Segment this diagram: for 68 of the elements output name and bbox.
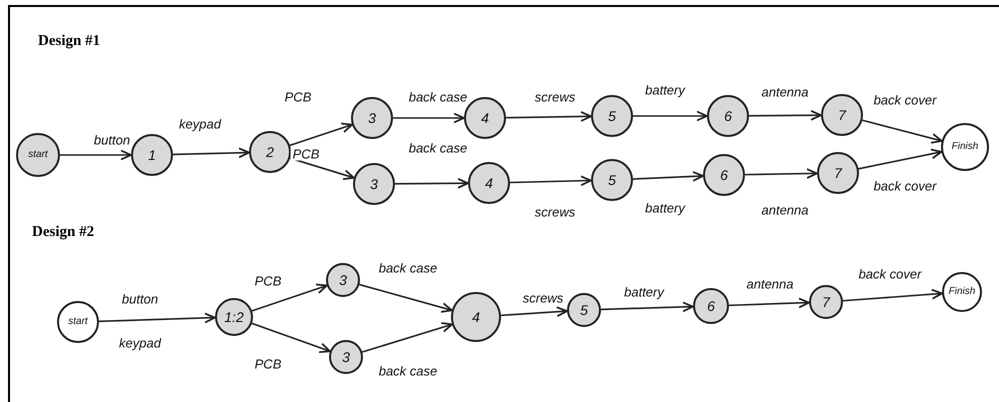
arrow: [633, 110, 708, 122]
step-label: 5: [580, 303, 588, 317]
arrow: [362, 322, 453, 353]
step-label: 6: [707, 299, 715, 313]
design-heading: Design #1: [38, 34, 100, 49]
step-label: 2: [266, 145, 274, 159]
arrow: [728, 298, 810, 308]
step-label: 5: [608, 173, 616, 187]
edge-label: back case: [376, 364, 440, 378]
step-label: 4: [481, 111, 489, 125]
edge-label: back case: [406, 142, 470, 154]
arrow: [98, 312, 216, 324]
arrow: [252, 284, 328, 312]
step-label: Finish: [948, 287, 976, 297]
arrow: [632, 171, 704, 182]
edge-label: back case: [406, 90, 470, 104]
arrow: [252, 322, 331, 353]
edge-label: keypad: [177, 118, 223, 130]
annotation-label: keypad: [117, 336, 163, 350]
arrow: [359, 284, 453, 313]
step-label: 4: [472, 310, 480, 324]
step-label: 1:2: [224, 310, 244, 324]
arrow: [744, 168, 818, 179]
step-label: 7: [822, 295, 830, 309]
step-label: 7: [834, 166, 842, 180]
edge-label: back cover: [872, 94, 938, 106]
arrow: [290, 122, 353, 146]
edge-label: antenna: [760, 86, 810, 98]
edge-label: PCB: [290, 148, 322, 160]
edge-label: back cover: [856, 268, 924, 280]
arrow: [749, 110, 822, 121]
edge-label: battery: [643, 202, 687, 214]
edge-label: PCB: [252, 358, 284, 370]
edge-label: battery: [643, 84, 687, 96]
edge-label: button: [120, 292, 160, 306]
edge-label: antenna: [744, 278, 796, 290]
arrow: [842, 288, 943, 302]
step-label: 3: [339, 273, 347, 287]
arrow: [858, 148, 942, 170]
arrow: [395, 178, 469, 189]
edge-label: battery: [622, 286, 666, 298]
arrow: [510, 175, 592, 186]
arrow: [500, 306, 568, 318]
arrow: [172, 147, 250, 158]
step-label: 7: [838, 108, 846, 122]
edge-label: PCB: [252, 274, 284, 288]
arrow: [506, 111, 592, 122]
step-label: 5: [608, 109, 616, 123]
arrow: [60, 150, 132, 160]
step-label: 4: [485, 176, 493, 190]
step-label: 3: [370, 177, 378, 191]
step-label: 1: [148, 148, 156, 162]
edge-label: back cover: [872, 180, 938, 192]
step-label: start: [28, 150, 48, 160]
edge-label: antenna: [760, 204, 810, 216]
arrow: [862, 120, 943, 144]
arrow: [600, 302, 694, 312]
step-label: 3: [368, 111, 376, 125]
edge-label: back case: [376, 262, 440, 274]
step-label: Finish: [952, 142, 978, 152]
step-label: 6: [724, 109, 732, 123]
step-label: 3: [342, 350, 350, 364]
step-label: 6: [720, 168, 728, 182]
step-label: start: [68, 317, 88, 327]
edge-label: button: [92, 134, 132, 146]
design-heading: Design #2: [32, 225, 94, 240]
edge-label: PCB: [282, 90, 314, 104]
arrow: [393, 112, 465, 124]
